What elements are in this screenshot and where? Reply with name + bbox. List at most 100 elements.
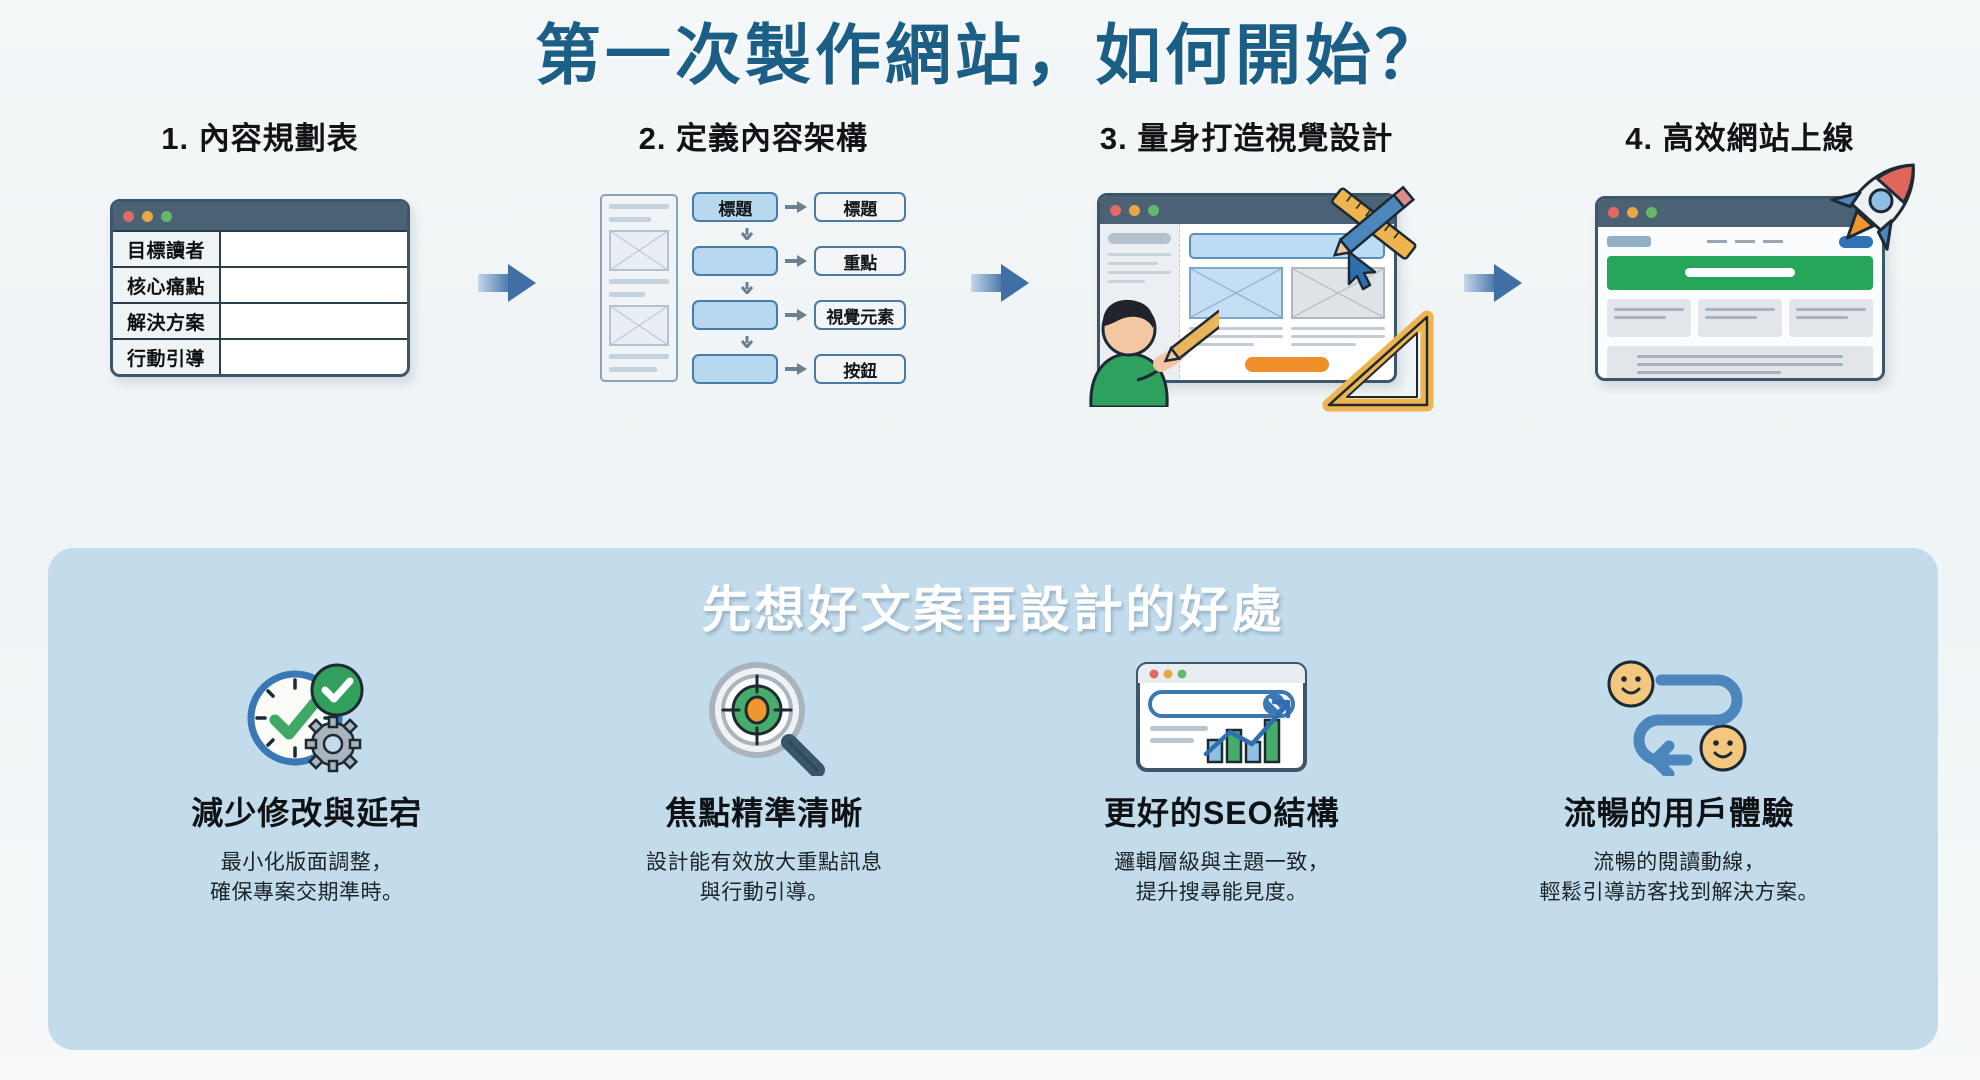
clock-check-gear-icon [237,658,377,776]
table-row-label: 目標讀者 [113,232,221,266]
maximize-dot-icon [161,210,172,222]
benefit-item-1: 減少修改與延宕 最小化版面調整， 確保專案交期準時。 [92,658,522,909]
table-row: 行動引導 [113,338,407,374]
arrow-right-icon [785,363,808,375]
step-4-heading: 4. 高效網站上線 [1625,120,1855,156]
benefit-item-2: 焦點精準清晰 設計能有效放大重點訊息 與行動引導。 [549,658,979,909]
benefits-panel: 先想好文案再設計的好處 [48,548,1938,1050]
flow-left-box: 標題 [692,192,779,222]
flow-row: 視覺元素 [692,300,907,330]
minimize-dot-icon [142,210,153,222]
steps-row: 1. 內容規劃表 目標讀者 核心痛點 解決方案 [0,97,1980,411]
step-3-art [1067,176,1434,411]
benefit-description: 設計能有效放大重點訊息 與行動引導。 [646,848,883,909]
content-structure-flow: 標題 標題 重點 [692,192,907,384]
table-row-label: 核心痛點 [113,268,221,302]
table-row-label: 解決方案 [113,304,221,338]
table-row-value [221,268,407,302]
benefit-description: 流暢的閱讀動線， 輕鬆引導訪客找到解決方案。 [1540,848,1820,909]
arrow-right-icon [1464,264,1523,302]
magnifier-target-icon [699,658,829,776]
step-arrow-1-to-2 [472,171,542,396]
benefit-title: 焦點精準清晰 [665,795,864,831]
feature-card [1697,298,1782,337]
minimize-dot-icon [1626,207,1638,218]
cta-button-placeholder [1708,379,1772,381]
image-placeholder [1188,267,1283,319]
image-placeholder [1290,267,1385,319]
content-panel [1606,345,1873,381]
flow-left-box [692,354,779,384]
arrow-right-icon [477,264,536,302]
sidebar-placeholder [1099,224,1180,380]
benefit-desc-line-2: 提升搜尋能見度。 [1135,881,1308,905]
wireframe-doc-icon [600,194,679,382]
close-dot-icon [123,210,134,222]
step-3-heading: 3. 量身打造視覺設計 [1099,120,1394,156]
arrow-right-icon [785,255,808,267]
step-1: 1. 內容規劃表 目標讀者 核心痛點 解決方案 [60,113,460,401]
step-1-art: 目標讀者 核心痛點 解決方案 行動引導 [80,176,440,401]
window-titlebar [1597,198,1882,227]
hero-placeholder [1188,233,1385,259]
benefit-description: 邏輯層級與主題一致， 提升搜尋能見度。 [1114,848,1329,909]
site-nav-placeholder [1606,235,1873,248]
step-1-heading: 1. 內容規劃表 [161,120,359,156]
flow-row: 標題 標題 [692,192,907,222]
step-4: 4. 高效網站上線 [1540,113,1940,401]
table-row-value [221,232,407,266]
step-3: 3. 量身打造視覺設計 [1047,113,1447,411]
window-titlebar [113,202,407,230]
table-row-value [221,340,407,374]
nav-cta-placeholder [1838,235,1873,248]
benefit-title: 減少修改與延宕 [191,795,423,831]
window-titlebar [1099,196,1394,224]
step-4-art [1560,163,1920,401]
feature-card [1788,298,1873,337]
flow-right-box: 視覺元素 [814,300,907,330]
table-row-label: 行動引導 [113,340,221,374]
feature-card [1606,298,1691,337]
benefit-desc-line-1: 流暢的閱讀動線， [1593,851,1766,874]
table-row: 目標讀者 [113,230,407,266]
maximize-dot-icon [1645,207,1657,218]
hero-banner-placeholder [1606,255,1873,290]
flow-right-box: 重點 [814,246,907,276]
launched-site-window [1594,195,1885,381]
flow-left-box [692,246,779,276]
benefits-heading: 先想好文案再設計的好處 [701,582,1285,638]
maximize-dot-icon [1147,204,1159,216]
step-2-heading: 2. 定義內容架構 [638,120,869,156]
minimize-dot-icon [1128,204,1140,216]
benefit-title: 流暢的用戶體驗 [1563,795,1795,831]
table-row-value [221,304,407,338]
benefit-desc-line-2: 輕鬆引導訪客找到解決方案。 [1539,881,1819,905]
visual-design-window [1096,193,1397,383]
benefit-description: 最小化版面調整， 確保專案交期準時。 [210,848,404,909]
arrow-down-icon [587,282,906,294]
step-2: 2. 定義內容架構 標題 標題 [553,113,953,401]
benefit-desc-line-1: 設計能有效放大重點訊息 [646,851,883,874]
benefit-item-4: 流暢的用戶體驗 流暢的閱讀動線， 輕鬆引導訪客找到解決方案。 [1464,658,1894,909]
table-row: 核心痛點 [113,266,407,302]
step-arrow-3-to-4 [1458,171,1528,396]
smiley-flow-icon [1599,658,1759,776]
benefit-desc-line-1: 邏輯層級與主題一致， [1114,851,1330,874]
benefits-grid: 減少修改與延宕 最小化版面調整， 確保專案交期準時。 [48,642,1938,909]
arrow-right-icon [785,309,808,321]
arrow-right-icon [970,264,1029,302]
flow-left-box [692,300,779,330]
step-2-art: 標題 標題 重點 [573,176,933,401]
flow-right-box: 按鈕 [814,354,907,384]
flow-row: 重點 [692,246,907,276]
table-row: 解決方案 [113,302,407,338]
seo-chart-browser-icon [1134,658,1309,776]
close-dot-icon [1109,204,1121,216]
arrow-down-icon [587,228,906,240]
close-dot-icon [1607,207,1619,218]
page-title: 第一次製作網站，如何開始？ [535,18,1445,92]
flow-row: 按鈕 [692,354,907,384]
benefit-desc-line-2: 確保專案交期準時。 [210,881,404,905]
logo-placeholder [1606,236,1651,247]
title-bar: 第一次製作網站，如何開始？ [0,0,1980,97]
